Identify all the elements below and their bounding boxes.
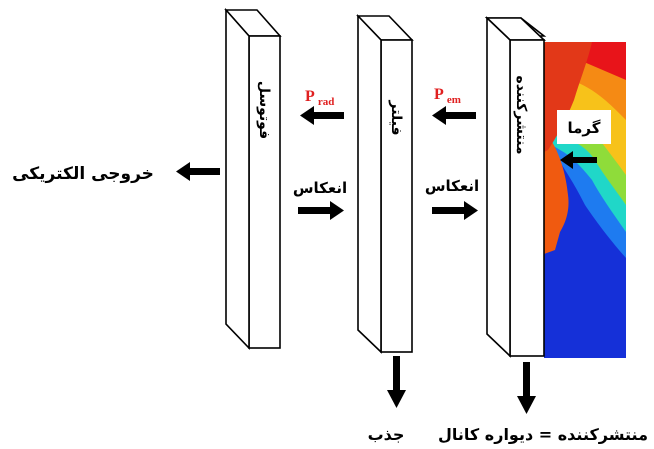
arrows xyxy=(176,106,597,414)
p-em-sub: em xyxy=(447,94,461,106)
p-em-arrow xyxy=(432,106,476,125)
absorption-arrow xyxy=(387,356,406,408)
photocell-panel-left xyxy=(225,7,250,350)
filter-panel-face xyxy=(380,39,413,353)
absorption-label: جذب xyxy=(368,425,405,444)
reflection-label-right: انعکاس xyxy=(425,177,479,195)
photocell-label: فوتوسل xyxy=(256,81,272,139)
p-em-main: P xyxy=(434,86,444,103)
photocell-panel: فوتوسل xyxy=(224,7,282,350)
electrical-output-arrow xyxy=(176,162,220,181)
emitter-channel-wall-label: منتشرکننده = دیواره کانال xyxy=(438,425,648,444)
p-rad-main: P xyxy=(305,88,315,105)
photocell-panel-face xyxy=(248,35,281,349)
p-em-label: P em xyxy=(434,86,461,106)
filter-label: فیلتر xyxy=(388,99,404,135)
channel-wall-arrow xyxy=(517,362,536,414)
heat-label-box: گرما xyxy=(557,110,611,144)
p-rad-sub: rad xyxy=(318,96,335,108)
filter-panel: فیلتر xyxy=(356,14,414,354)
reflection-arrow-right xyxy=(432,201,478,220)
p-rad-label: P rad xyxy=(305,88,334,108)
heat-arrow xyxy=(560,151,597,169)
temperature-map xyxy=(544,42,626,358)
electrical-output-label: خروجی الکتریکی xyxy=(12,164,154,184)
p-rad-arrow xyxy=(300,106,344,125)
emitter-panel-left xyxy=(486,16,511,358)
reflection-arrow-left xyxy=(298,201,344,220)
emitter-label: منتشرکننده xyxy=(513,76,529,155)
reflection-label-left: انعکاس xyxy=(293,179,347,197)
heat-label: گرما xyxy=(568,119,601,137)
filter-panel-left xyxy=(357,14,382,354)
emitter-panel: منتشرکننده xyxy=(484,16,547,358)
